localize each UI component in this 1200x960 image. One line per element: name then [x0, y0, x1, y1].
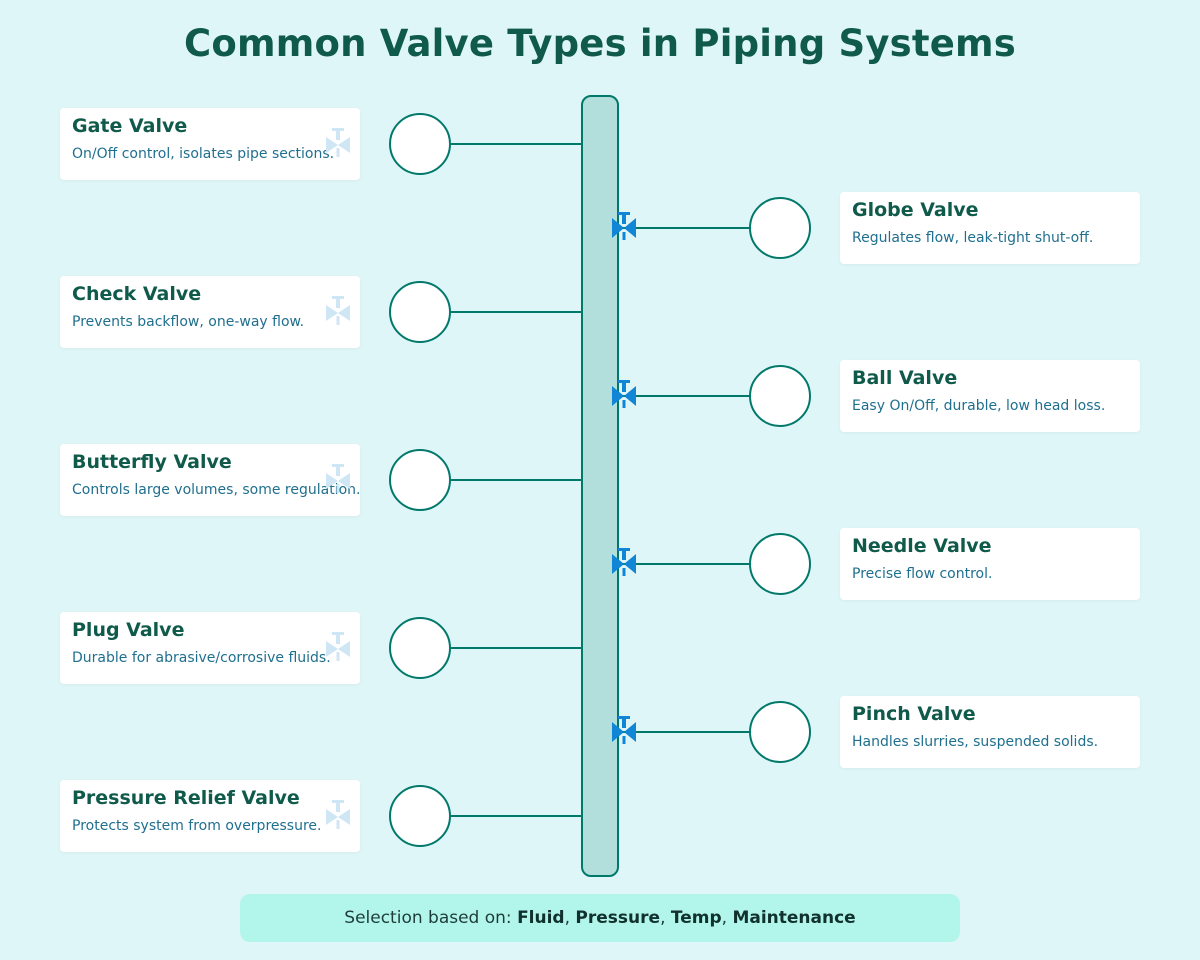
valve-node [389, 449, 451, 511]
valve-node [749, 701, 811, 763]
valve-node [749, 533, 811, 595]
valve-name: Pinch Valve [852, 703, 976, 725]
valve-name: Ball Valve [852, 367, 958, 389]
criteria-item: Pressure [575, 908, 661, 928]
valve-description: Controls large volumes, some regulation. [72, 482, 360, 498]
criteria-list: Fluid, Pressure, Temp, Maintenance [517, 908, 856, 928]
page-title: Common Valve Types in Piping Systems [183, 22, 1017, 65]
valve-node [389, 785, 451, 847]
valve-name: Check Valve [72, 283, 202, 305]
valve-icon [324, 630, 352, 664]
valve-node [389, 113, 451, 175]
valve-symbol-icon [612, 548, 636, 576]
valve-name: Pressure Relief Valve [72, 787, 300, 809]
valve-description: Regulates flow, leak-tight shut-off. [852, 230, 1094, 246]
valve-icon [324, 294, 352, 328]
valve-name: Gate Valve [72, 115, 188, 137]
criteria-item: Temp [670, 908, 722, 928]
valve-icon [324, 126, 352, 160]
criteria-item: Fluid [517, 908, 565, 928]
valve-name: Butterfly Valve [72, 451, 232, 473]
valve-symbol-icon [612, 380, 636, 408]
valve-icon [324, 798, 352, 832]
valve-description: Protects system from overpressure. [72, 818, 322, 834]
valve-description: Handles slurries, suspended solids. [852, 734, 1099, 750]
valve-name: Plug Valve [72, 619, 185, 641]
valve-description: Easy On/Off, durable, low head loss. [852, 398, 1106, 414]
valve-icon [324, 462, 352, 496]
valve-symbol-icon [612, 716, 636, 744]
valve-node [389, 617, 451, 679]
valve-name: Needle Valve [852, 535, 992, 557]
valve-node [749, 197, 811, 259]
valve-description: Durable for abrasive/corrosive fluids. [72, 650, 331, 666]
valve-description: Prevents backflow, one-way flow. [72, 314, 305, 330]
valve-node [389, 281, 451, 343]
valve-description: Precise flow control. [852, 566, 993, 582]
valve-name: Globe Valve [852, 199, 979, 221]
criteria-separator: , [564, 908, 576, 928]
valve-description: On/Off control, isolates pipe sections. [72, 146, 335, 162]
connector-lines [450, 143, 750, 817]
valve-node [749, 365, 811, 427]
selection-criteria-banner: Selection based on: Fluid, Pressure, Tem… [240, 894, 960, 942]
valve-symbol-icon [612, 212, 636, 240]
criteria-separator: , [660, 908, 671, 928]
main-pipe [581, 95, 619, 877]
valve-nodes [389, 113, 811, 847]
criteria-item: Maintenance [732, 908, 856, 928]
footer-prefix: Selection based on: [344, 908, 518, 928]
criteria-separator: , [721, 908, 733, 928]
valve-symbols [612, 212, 636, 744]
